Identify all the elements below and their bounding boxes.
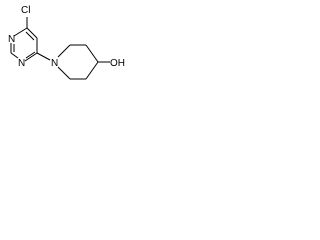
bond-c6-n1 [13, 27, 28, 37]
hydroxyl-label: OH [110, 58, 125, 69]
chlorine-label: Cl [21, 5, 30, 16]
bond-c6p-npip [57, 66, 71, 80]
pyrimidine-ring [10, 27, 38, 62]
bond-c4p-c5p [85, 61, 99, 80]
bond-c3p-c4p [85, 44, 99, 63]
ring-nitrogen-bottom-label: N [18, 58, 25, 69]
piperidine-ring [57, 44, 99, 80]
bond-n3-c4 [24, 52, 38, 62]
bond-c5-c6-inner [25, 31, 35, 41]
bond-npip-c2p [57, 44, 71, 58]
chemical-structure-diagram: Cl N N N OH [0, 0, 128, 95]
bond-c5-c6 [26, 27, 38, 39]
ring-nitrogen-top-label: N [8, 34, 15, 45]
bond-c4-npip [36, 52, 51, 61]
bond-n3-c4-inner [25, 51, 36, 59]
structure-svg: Cl N N N OH [8, 5, 125, 80]
bond-c2-n3 [10, 52, 19, 59]
piperidine-nitrogen-label: N [51, 58, 58, 69]
